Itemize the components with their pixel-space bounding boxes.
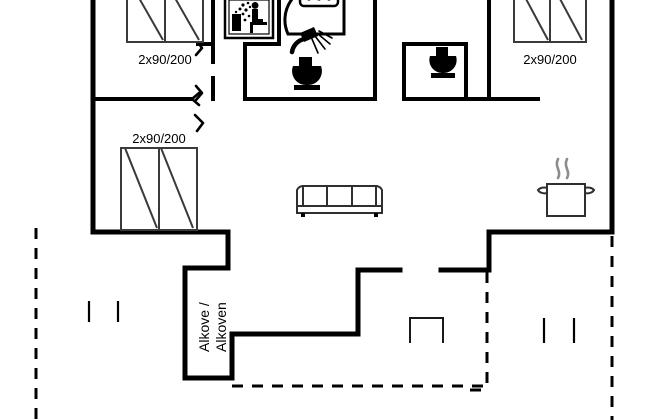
cooking-pot-body [546,183,586,217]
window-mid-left-label: 2x90/200 [132,131,186,146]
window-mid-left: 2x90/200 [120,131,198,231]
toilet-base [431,73,455,78]
shower-spray [311,30,333,54]
toilet-cistern [436,47,448,56]
shower-icon [289,27,333,55]
door-icon-bedroom-left [190,91,201,107]
sauna-icon [223,0,275,40]
sauna-person-body [252,9,258,20]
window-top-right: 2x90/200 [513,0,587,67]
shower-hose [289,36,307,55]
toilet-cistern [299,57,312,67]
window-top-left: 2x90/200 [126,0,204,67]
door-icon-hall-lower [194,84,204,102]
window-leaf-b [160,147,194,229]
washbasin-bowl [283,0,346,36]
washbasin-counter [298,0,340,8]
window-leaf-a [525,0,549,41]
washbasin-icon [283,0,346,36]
sofa-icon [296,184,383,217]
washbasin-tap-right [327,0,331,1]
sofa-seat [296,205,383,214]
window-top-left-label: 2x90/200 [138,52,192,67]
threshold-step [409,317,444,343]
sauna-bench [250,22,267,25]
cooking-pot-steam-right [564,157,570,180]
sofa-foot-right [374,213,378,217]
door-icon-living-left [193,113,205,133]
alkove-label-line-1: Alkove / [196,302,212,352]
toilet-bowl [429,56,457,74]
window-leaf-a [138,0,164,41]
washbasin-drain [317,0,321,1]
window-leaf-a [124,147,158,229]
toilet-icon-main [292,57,322,90]
toilet-base [294,85,320,90]
terrace-posts [87,301,576,343]
sauna-steam-dots [234,1,252,22]
interior-walls [196,0,491,101]
sauna-heater [232,14,241,31]
sofa-arm-left [296,184,304,207]
threshold-step-outline [409,317,444,343]
cooking-pot-icon [536,157,596,217]
washbasin-tap-left [307,0,311,1]
shower-head [300,27,318,42]
sauna-bench-leg [250,25,253,33]
toilet-icon-second [429,47,457,78]
terrace-outline [34,228,614,420]
alkove-label-line-2: Alkoven [213,302,229,352]
door-symbols [190,38,205,133]
window-top-right-label: 2x90/200 [523,52,577,67]
outer-walls [90,0,615,381]
cooking-pot-handle-right [584,186,596,195]
toilet-bowl [292,66,322,86]
sofa-foot-left [301,213,305,217]
cooking-pot-steam-left [555,157,561,180]
window-leaf-b [174,0,200,41]
window-leaf-b [559,0,583,41]
sauna-person-head [251,2,259,9]
sofa-arm-right [375,184,383,207]
sofa-backrest [302,185,377,207]
cooking-pot-handle-left [536,186,548,195]
